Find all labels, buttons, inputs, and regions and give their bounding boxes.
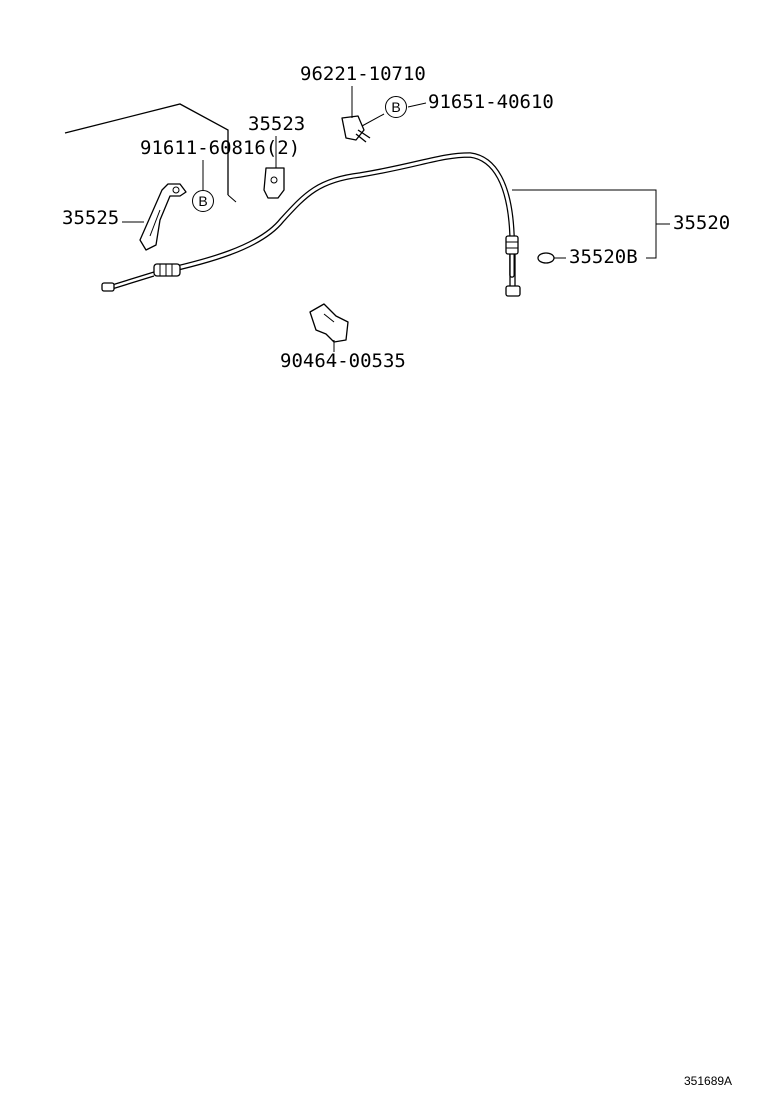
washer-35520b <box>537 252 555 264</box>
illustration-code: 351689A <box>684 1074 733 1088</box>
bracket-35525 <box>139 183 187 251</box>
label-96221-10710: 96221-10710 <box>300 63 426 85</box>
label-90464-00535: 90464-00535 <box>280 350 406 372</box>
accelerator-cable <box>101 152 521 297</box>
leader-91651 <box>407 102 427 108</box>
body-panel-edge <box>227 194 237 203</box>
clamp-90464 <box>309 303 349 343</box>
clamp-35523 <box>263 167 285 199</box>
label-35520b: 35520B <box>569 246 638 268</box>
label-35523: 35523 <box>248 113 306 135</box>
callout-b-bracket: B <box>192 190 214 212</box>
label-35525: 35525 <box>62 207 120 229</box>
clip-96221 <box>341 115 371 143</box>
label-91611-60816: 91611-60816(2) <box>140 137 301 159</box>
leader-b-to-clip <box>361 113 385 127</box>
label-91651-40610: 91651-40610 <box>428 91 554 113</box>
body-panel-outline <box>64 103 229 195</box>
callout-b-clip: B <box>385 96 407 118</box>
label-35520: 35520 <box>673 212 731 234</box>
